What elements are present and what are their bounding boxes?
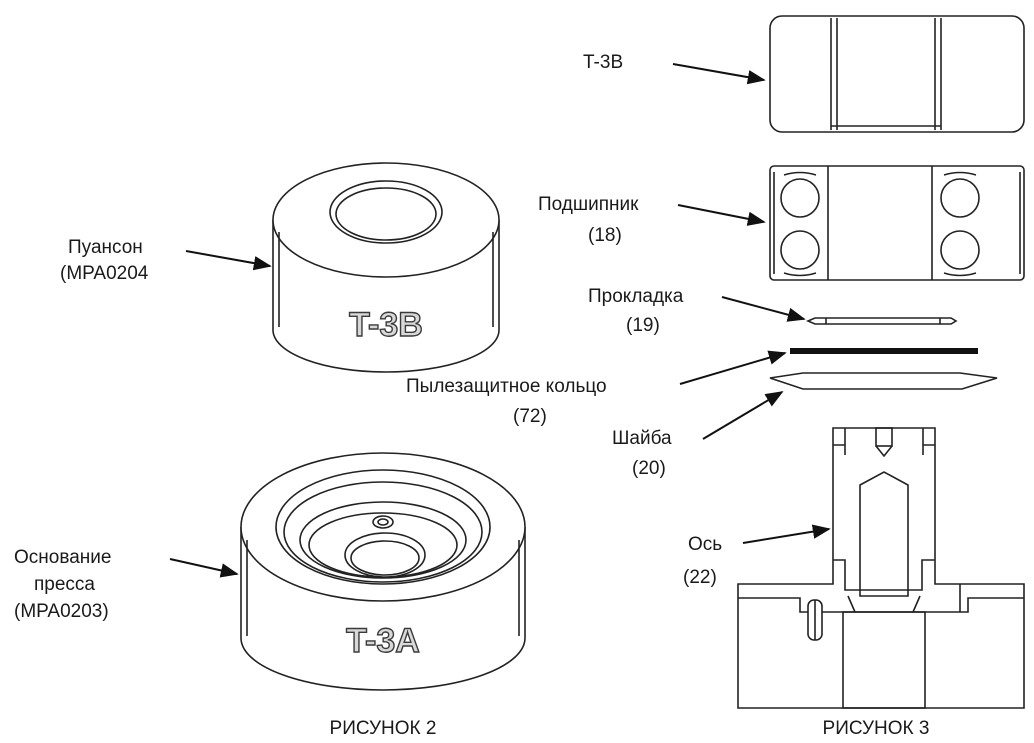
bearing-drawing <box>769 165 1025 281</box>
punch-marking: T-3B <box>349 306 423 344</box>
washer-label-number: (20) <box>632 458 666 479</box>
press-base-marking: T-3A <box>346 622 420 660</box>
washer-arrow <box>702 391 784 440</box>
dust-ring-label-number: (72) <box>513 406 547 427</box>
punch-label-code: (MPA0204 <box>60 263 149 284</box>
gasket-label-number: (19) <box>626 315 660 336</box>
press-base-label-name: Основание <box>14 547 111 568</box>
press-base-drawing: T-3A <box>240 452 526 691</box>
press-base-label-word: пресса <box>34 574 95 595</box>
washer-label-name: Шайба <box>612 428 672 449</box>
bearing-label-number: (18) <box>588 225 622 246</box>
dust-ring-arrow <box>679 350 787 385</box>
axle-arrow <box>742 524 831 544</box>
press-base-arrow <box>169 558 239 578</box>
gasket-drawing <box>805 317 958 325</box>
washer-drawing <box>769 372 998 390</box>
bearing-label-name: Подшипник <box>538 194 639 215</box>
dust-ring-label-name: Пылезащитное кольцо <box>406 376 607 397</box>
t3b-part-drawing <box>769 15 1025 133</box>
punch-arrow <box>185 250 272 271</box>
punch-drawing: T-3B <box>272 162 500 373</box>
axle-label-number: (22) <box>683 567 717 588</box>
press-base-label-code: (MPA0203) <box>14 601 109 622</box>
dust-ring-drawing <box>790 348 978 354</box>
figure2-caption: РИСУНОК 2 <box>330 718 437 739</box>
figure3-caption: РИСУНОК 3 <box>823 718 930 739</box>
punch-label-name: Пуансон <box>68 237 143 258</box>
axle-drawing <box>737 427 1025 709</box>
axle-label-name: Ось <box>688 534 722 555</box>
gasket-arrow <box>721 296 806 322</box>
t3b-label: T-3B <box>583 52 623 73</box>
gasket-label-name: Прокладка <box>588 286 684 307</box>
t3b-arrow <box>672 63 766 85</box>
bearing-arrow <box>677 204 766 226</box>
